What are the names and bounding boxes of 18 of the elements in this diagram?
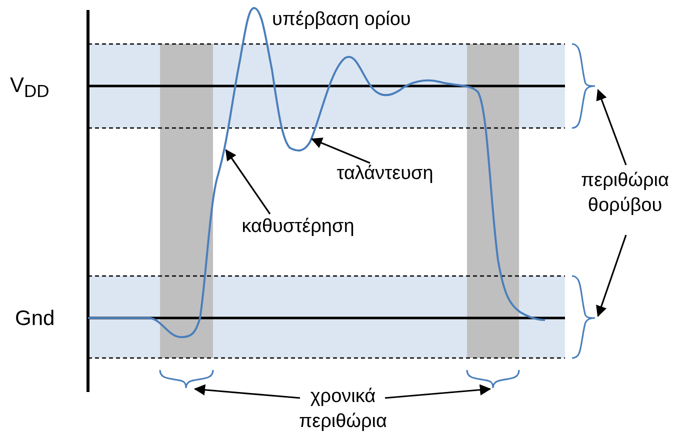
curly-brace <box>572 275 596 359</box>
curly-brace <box>466 370 520 389</box>
annotation-text: καθυστέρηση <box>223 214 373 239</box>
leader-arrow <box>596 234 627 318</box>
annotation-text: χρονικά περιθώρια <box>278 384 408 434</box>
leader-arrow <box>194 384 300 399</box>
voltage-label: V$_{DD}$ <box>10 73 50 104</box>
leader-arrow <box>310 138 370 164</box>
signal-waveform <box>88 7 546 338</box>
annotation-text: υπέρβαση ορίου <box>272 8 411 32</box>
leader-arrow <box>596 88 627 166</box>
curly-brace <box>159 370 214 389</box>
curly-brace <box>572 43 596 129</box>
leader-arrow <box>384 384 492 399</box>
annotation-text: ταλάντευση <box>320 161 450 186</box>
annotation-text: περιθώρια θορύβου <box>565 168 685 218</box>
voltage-label: Gnd <box>15 306 55 331</box>
leader-arrow <box>225 149 271 214</box>
